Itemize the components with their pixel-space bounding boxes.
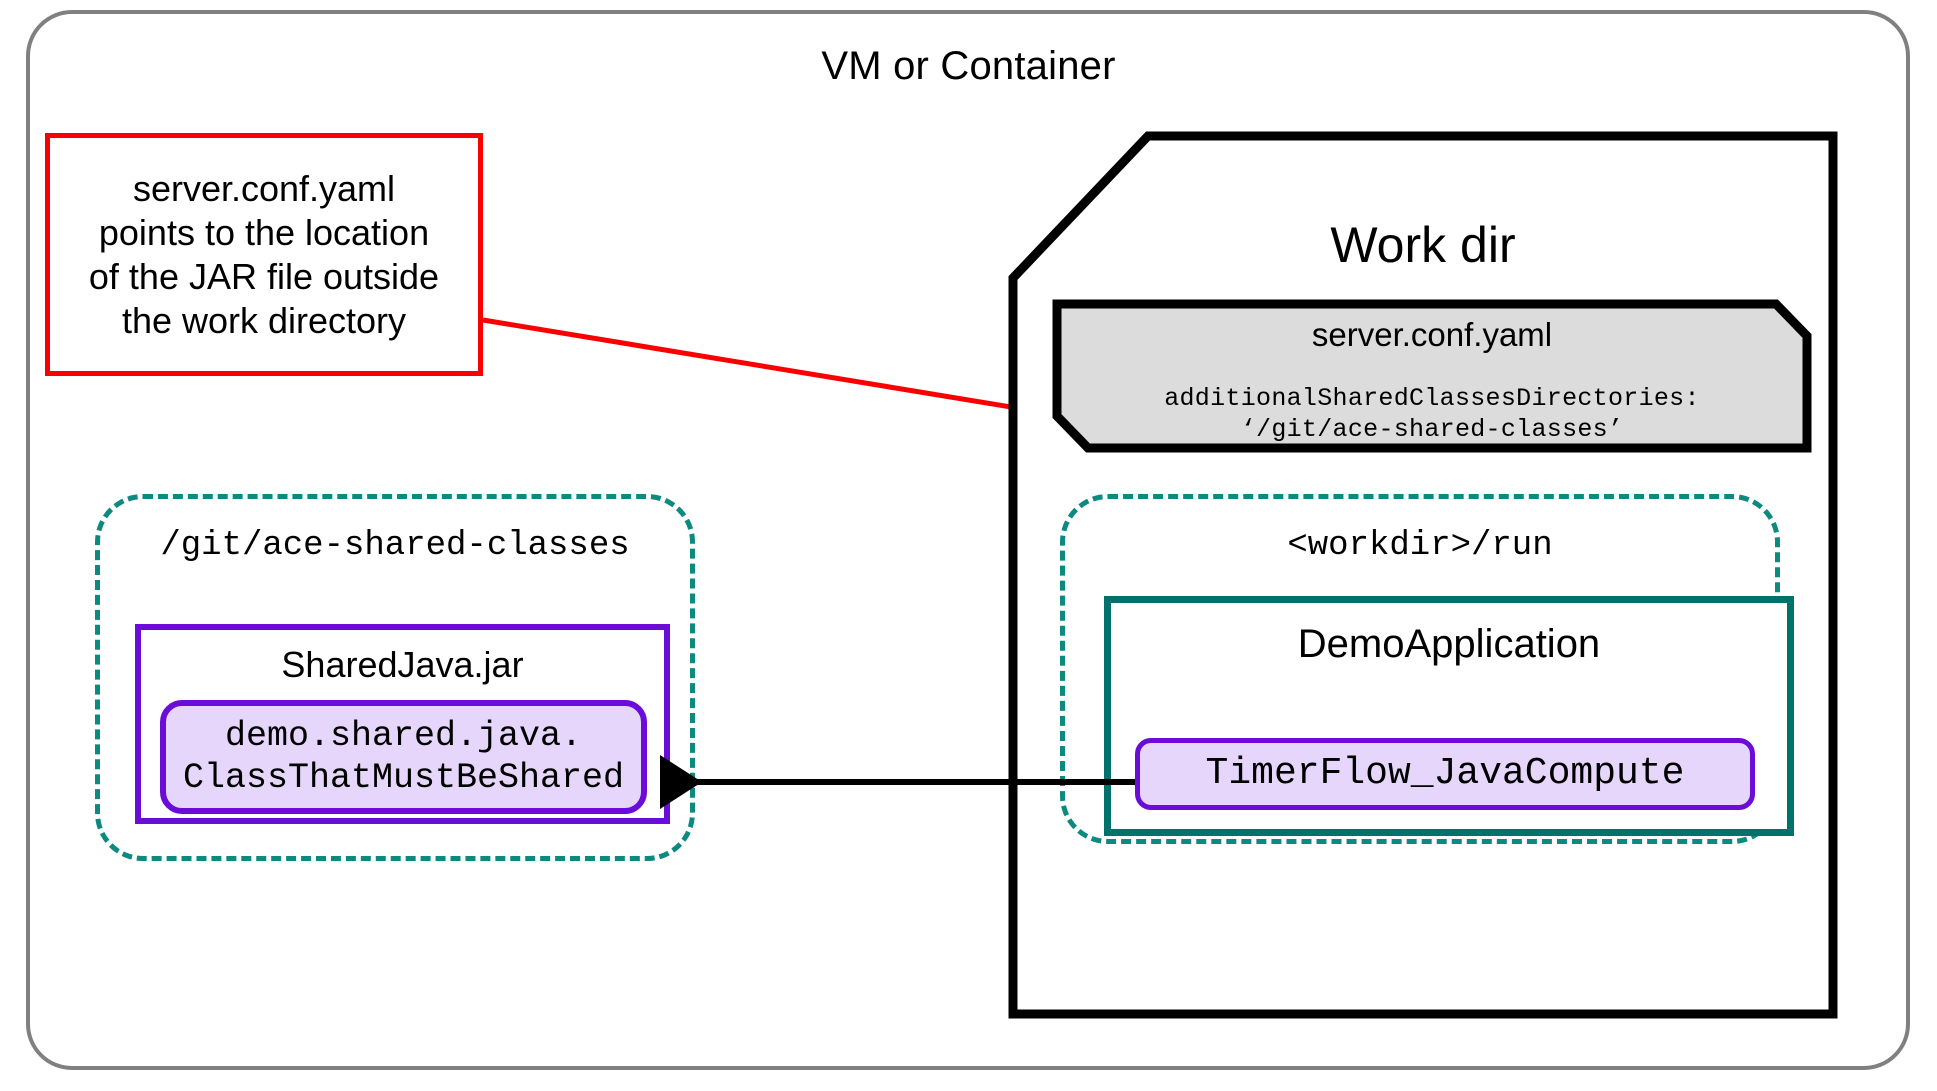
shared-classes-folder: /git/ace-shared-classes xyxy=(95,494,695,861)
server-conf-callout-box: server.conf.yaml points to the location … xyxy=(45,133,483,376)
server-conf-yaml-box: server.conf.yaml additionalSharedClasses… xyxy=(1052,299,1812,453)
server-conf-yaml-title: server.conf.yaml xyxy=(1311,316,1553,353)
work-dir-title: Work dir xyxy=(1330,217,1516,273)
shared-classes-folder-label: /git/ace-shared-classes xyxy=(160,527,630,565)
server-conf-yaml-shape xyxy=(1052,299,1812,453)
run-folder-label: <workdir>/run xyxy=(1287,527,1553,565)
timer-flow-chip: TimerFlow_JavaCompute xyxy=(1135,738,1755,810)
shared-class-label: demo.shared.java. ClassThatMustBeShared xyxy=(182,716,625,798)
timer-flow-label: TimerFlow_JavaCompute xyxy=(1205,752,1685,795)
server-conf-yaml-code: additionalSharedClassesDirectories: ‘/gi… xyxy=(1164,384,1700,444)
server-conf-callout-text: server.conf.yaml points to the location … xyxy=(88,167,440,341)
demo-application-title: DemoApplication xyxy=(1297,622,1601,666)
vm-or-container-frame xyxy=(26,10,1910,1070)
shared-java-jar-title: SharedJava.jar xyxy=(281,644,524,685)
shared-class-chip: demo.shared.java. ClassThatMustBeShared xyxy=(160,700,647,814)
vm-or-container-title: VM or Container xyxy=(821,44,1116,88)
